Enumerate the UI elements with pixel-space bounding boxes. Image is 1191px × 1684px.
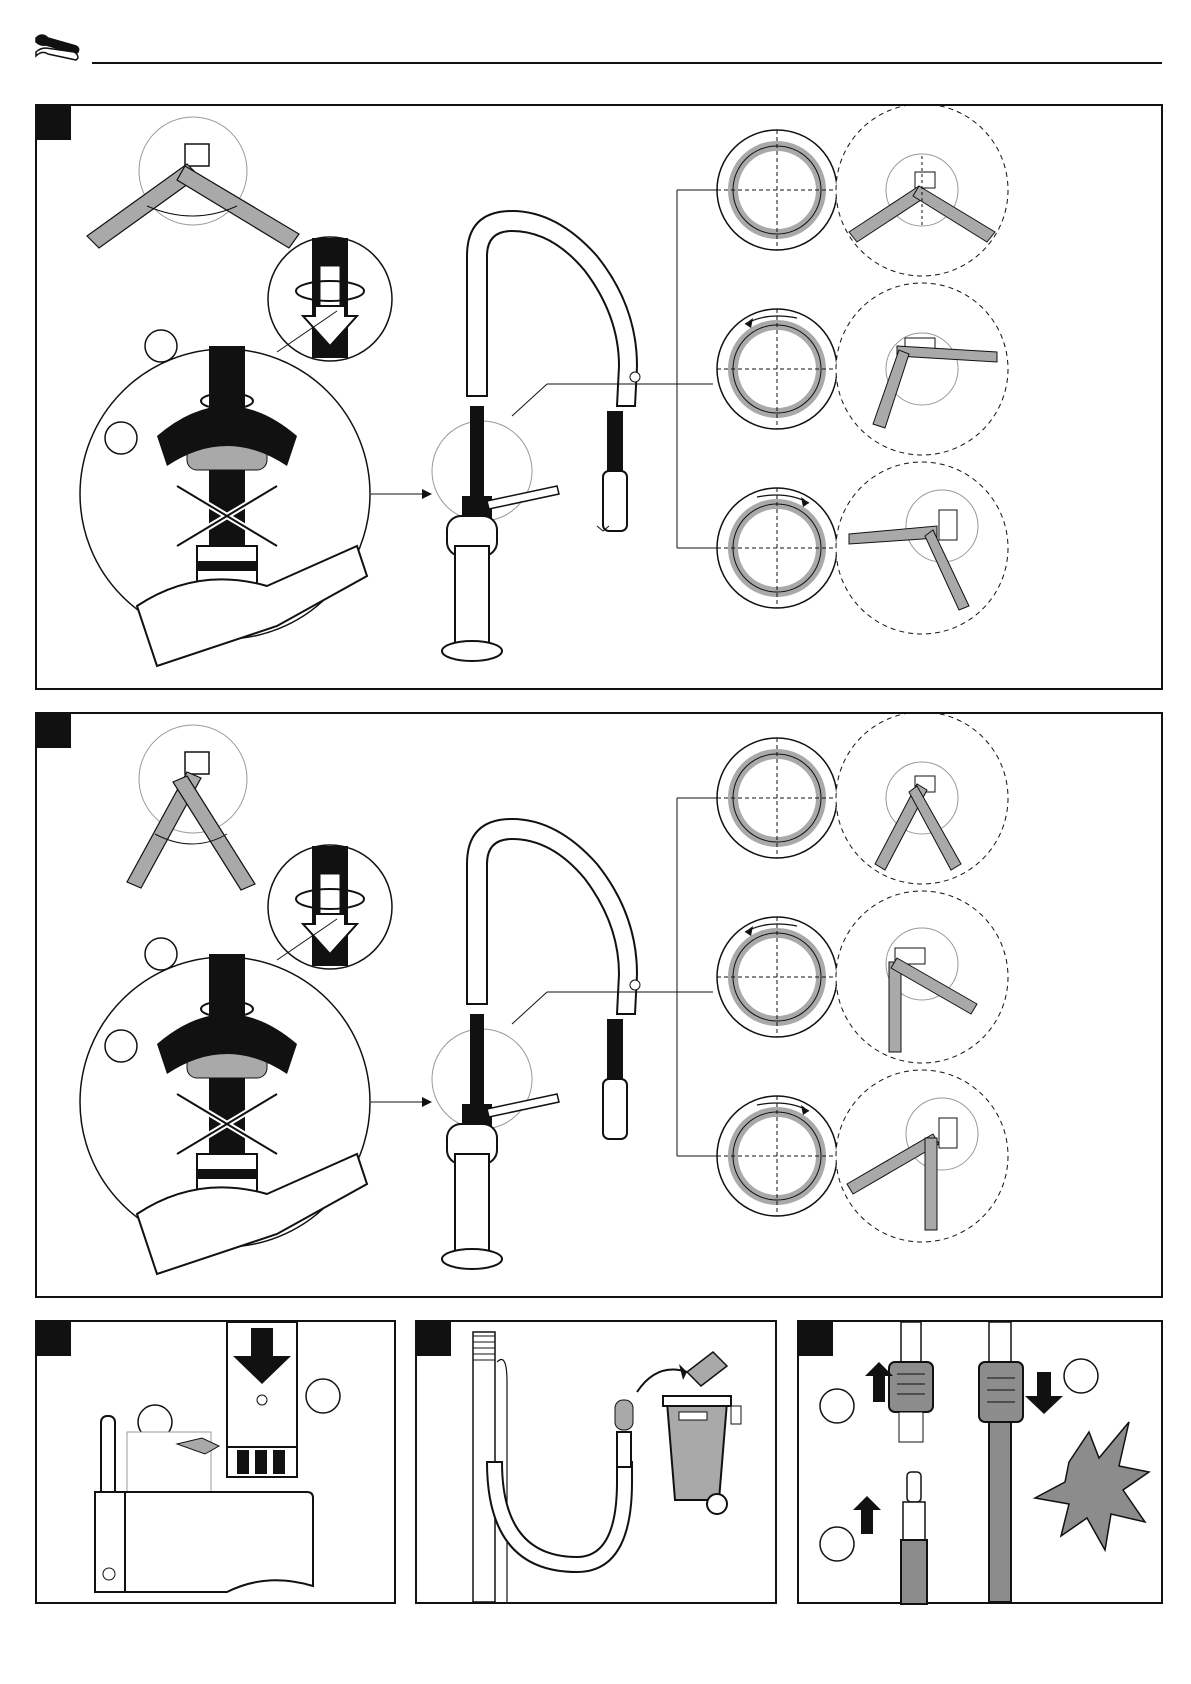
ring-diagram-top: [717, 130, 837, 250]
header-rule: [92, 62, 1162, 64]
callout-circle: [145, 330, 177, 362]
callout-circle: [306, 1379, 340, 1413]
ring-diagram-middle: [717, 917, 837, 1037]
arrow-up-icon: [853, 1496, 881, 1534]
faucet-icon: [432, 211, 713, 661]
panel-2-illustration: [37, 714, 1165, 1300]
lever-position-top: [836, 714, 1008, 884]
magnified-connection-icon: [80, 311, 432, 666]
lever-position-top: [836, 106, 1008, 276]
callout-circle: [820, 1389, 854, 1423]
tools-wrench-icon: [32, 32, 82, 62]
end-cap-icon: [615, 1400, 633, 1430]
panel-1: [35, 104, 1163, 690]
arrow-down-icon: [1025, 1372, 1063, 1414]
faucet-icon: [432, 819, 713, 1269]
trash-bin-icon: [663, 1352, 741, 1514]
ring-diagram-top: [717, 738, 837, 858]
panel-1-illustration: [37, 106, 1165, 692]
clip-detail-icon: [268, 845, 392, 969]
callout-circle: [145, 938, 177, 970]
panel-3: [35, 1320, 396, 1604]
callout-circle: [105, 422, 137, 454]
quick-connector-open-icon: [820, 1322, 933, 1442]
ring-diagram-middle: [717, 309, 837, 429]
callout-circle: [820, 1527, 854, 1561]
warning-star-icon: [1035, 1422, 1149, 1550]
ring-diagram-bottom: [717, 1096, 837, 1216]
lever-angle-icon: [87, 117, 299, 248]
ring-diagram-bottom: [717, 488, 837, 608]
hose-icon: [487, 1462, 632, 1572]
lever-position-bottom: [836, 1070, 1008, 1242]
panel-3-illustration: [37, 1322, 398, 1606]
panel-4-illustration: [417, 1322, 779, 1606]
clip-detail-icon: [268, 237, 392, 361]
callout-circle: [1064, 1359, 1098, 1393]
callout-circle: [105, 1030, 137, 1062]
lever-position-middle: [836, 891, 1008, 1063]
panel-5: [797, 1320, 1163, 1604]
lever-position-bottom: [836, 462, 1008, 634]
panel-4: [415, 1320, 777, 1604]
panel-2: [35, 712, 1163, 1298]
hose-end-icon: [820, 1472, 927, 1604]
lever-position-middle: [836, 283, 1008, 455]
magnified-connection-icon: [80, 919, 432, 1274]
panel-5-illustration: [799, 1322, 1165, 1606]
lever-angle-icon: [127, 725, 255, 890]
